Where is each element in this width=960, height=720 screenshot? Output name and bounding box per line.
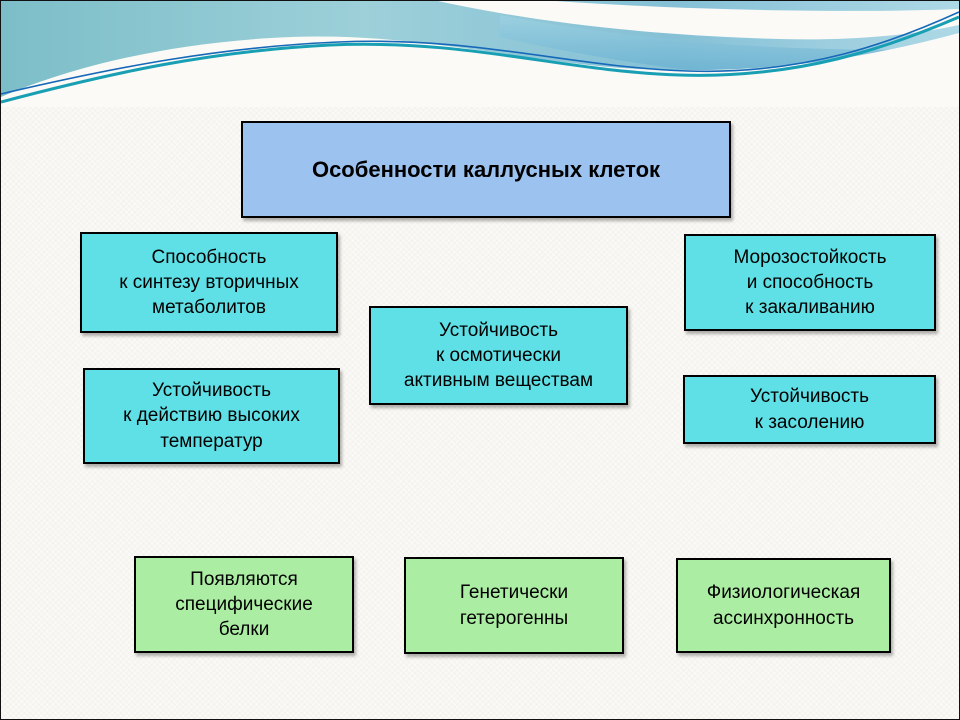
feature-box-salinity-resistance: Устойчивость к засолению [683,375,936,444]
property-box-specific-proteins: Появляются специфические белки [134,556,354,653]
feature-box-heat-resistance: Устойчивость к действию высоких температ… [83,368,340,464]
title-box: Особенности каллусных клеток [241,121,731,218]
feature-box-frost-resistance: Морозостойкость и способность к закалива… [684,234,936,331]
feature-box-osmotic-resistance: Устойчивость к осмотически активным веще… [369,306,628,405]
property-box-physiological-asynchrony: Физиологическая ассинхронность [676,558,891,653]
property-box-genetic-heterogeneity: Генетически гетерогенны [404,557,624,654]
feature-box-secondary-metabolites: Способность к синтезу вторичных метаболи… [80,232,338,333]
header-wave-decoration [1,1,959,107]
